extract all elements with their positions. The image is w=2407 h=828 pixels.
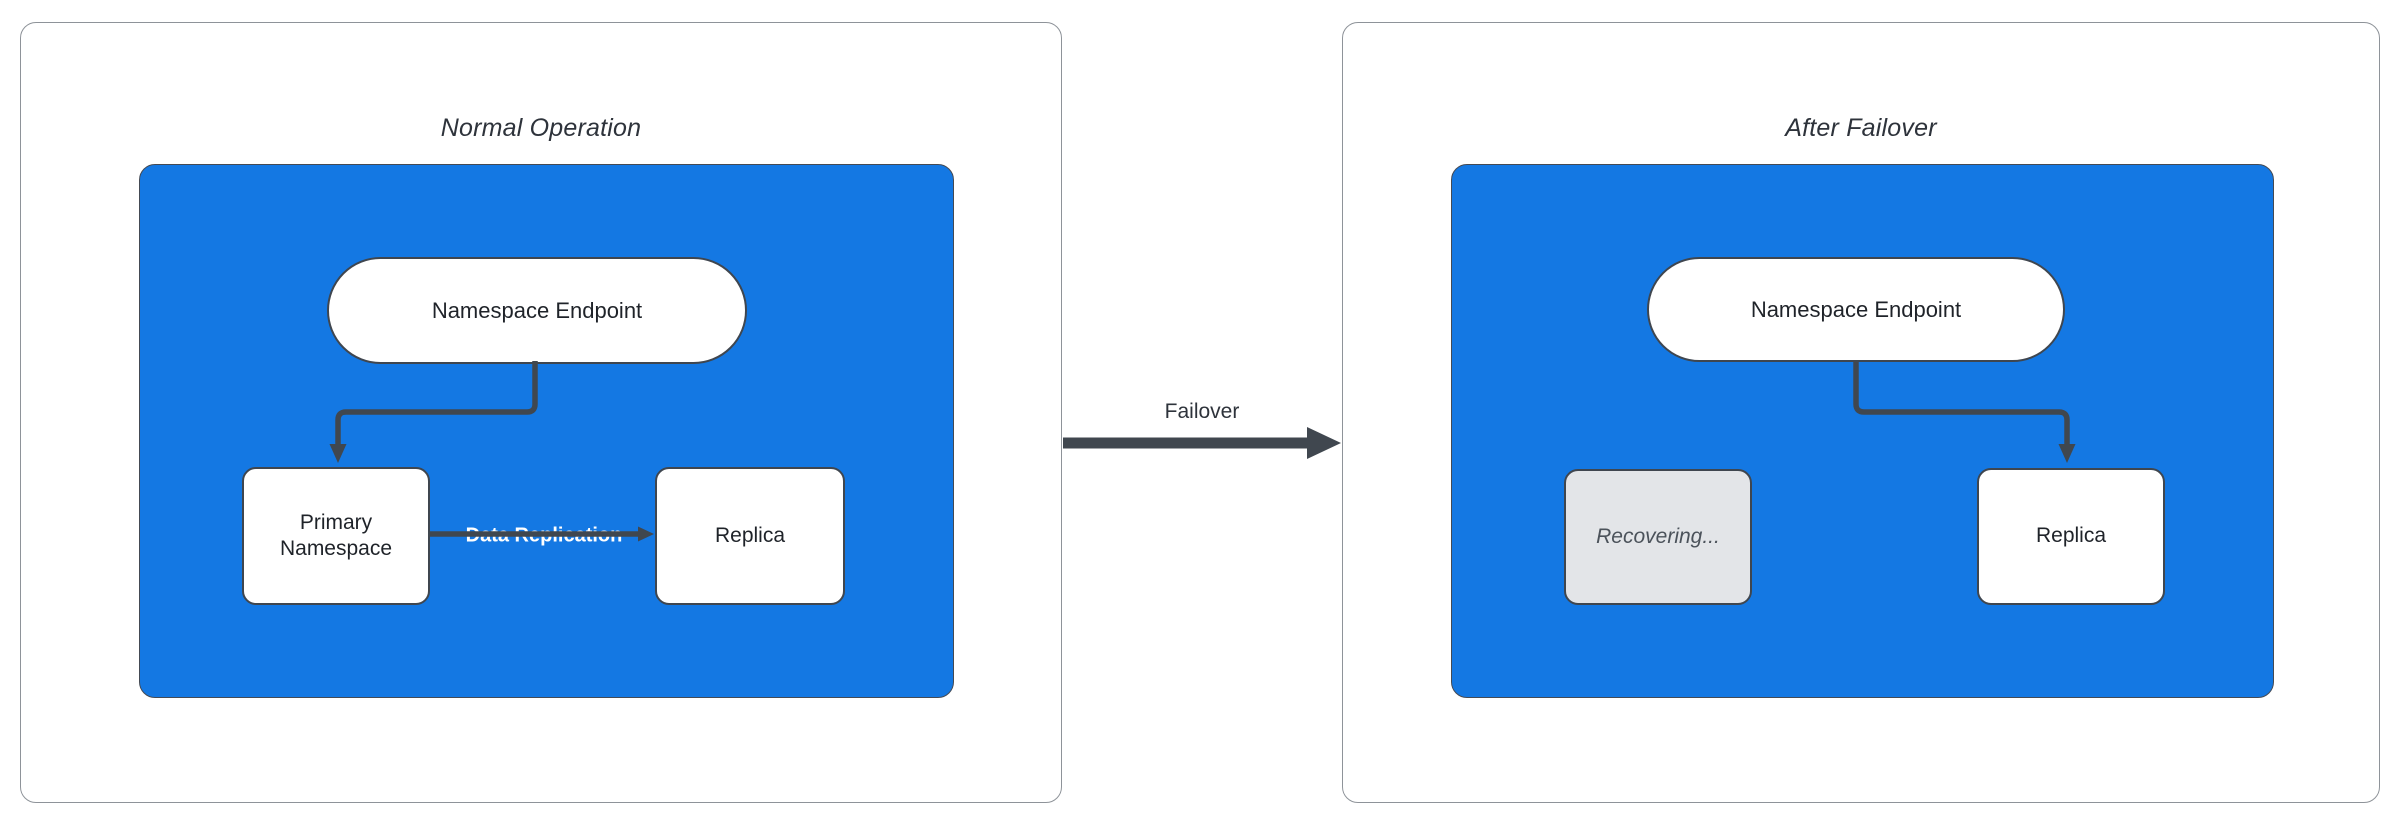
panel-normal-operation: Normal Operation Namespace Endpoint Prim… (20, 22, 1062, 803)
node-namespace-endpoint-label: Namespace Endpoint (431, 297, 643, 323)
node-namespace-endpoint-failover-label: Namespace Endpoint (1750, 296, 1962, 322)
namespace-container-failover: Namespace Endpoint Recovering... Replica (1451, 164, 2274, 698)
node-replica-failover-label: Replica (2035, 524, 2107, 548)
node-replica-failover: Replica (1977, 468, 2165, 605)
node-namespace-endpoint-failover: Namespace Endpoint (1647, 257, 2065, 362)
node-replica-normal: Replica (655, 467, 845, 605)
namespace-container-normal: Namespace Endpoint Primary Namespace Rep… (139, 164, 954, 698)
node-recovering: Recovering... (1564, 469, 1752, 605)
failover-arrow-label: Failover (1164, 400, 1240, 423)
node-primary-namespace: Primary Namespace (242, 467, 430, 605)
panel-title-after-failover: After Failover (1785, 114, 1937, 142)
failover-arrow (1063, 427, 1341, 459)
node-recovering-label: Recovering... (1596, 524, 1720, 548)
node-replica-normal-label: Replica (714, 523, 786, 547)
node-namespace-endpoint: Namespace Endpoint (327, 257, 747, 364)
data-replication-label: Data Replication (460, 521, 628, 551)
panel-title-normal-operation: Normal Operation (440, 114, 642, 142)
panel-after-failover: After Failover Namespace Endpoint Recove… (1342, 22, 2380, 803)
node-primary-namespace-label: Primary Namespace (279, 510, 393, 560)
